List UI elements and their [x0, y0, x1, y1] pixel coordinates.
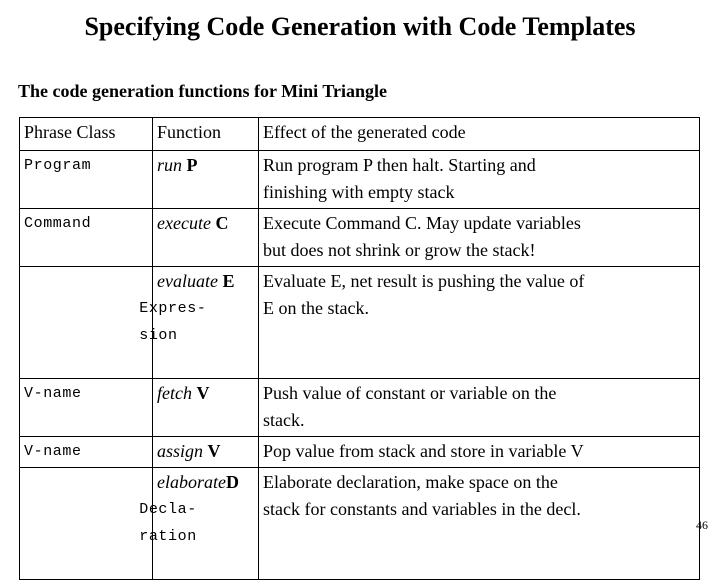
- cell-function: evaluate E: [152, 266, 259, 379]
- effect-line: stack for constants and variables in the…: [263, 499, 581, 519]
- function-name: assign: [157, 441, 204, 461]
- cell-phrase-class: Expres- sion: [19, 266, 206, 379]
- effect-line: Elaborate declaration, make space on the: [263, 472, 558, 492]
- cell-phrase-class: V-name: [19, 378, 153, 437]
- table-header-row: Phrase Class Function Effect of the gene…: [19, 117, 700, 151]
- phrase-class-line: sion: [139, 327, 178, 344]
- function-name: fetch: [157, 383, 192, 403]
- effect-line: Execute Command C. May update variables: [263, 213, 581, 233]
- effect-line: but does not shrink or grow the stack!: [263, 240, 536, 260]
- function-argument: P: [186, 155, 198, 175]
- effect-line: Run program P then halt. Starting and: [263, 155, 536, 175]
- function-name: run: [157, 155, 183, 175]
- cell-effect: Elaborate declaration, make space on the…: [258, 467, 700, 580]
- cell-effect: Run program P then halt. Starting and fi…: [258, 150, 700, 209]
- function-argument: V: [207, 441, 221, 461]
- cell-function: run P: [152, 150, 259, 209]
- table-row: Command execute C Execute Command C. May…: [19, 208, 700, 267]
- function-name: execute: [157, 213, 211, 233]
- cell-function: fetch V: [152, 378, 259, 437]
- cell-effect: Execute Command C. May update variables …: [258, 208, 700, 267]
- phrase-class-line: Decla-: [139, 501, 197, 518]
- function-argument: V: [196, 383, 210, 403]
- cell-effect: Pop value from stack and store in variab…: [258, 436, 700, 468]
- slide-subtitle: The code generation functions for Mini T…: [18, 81, 387, 101]
- page-number: 46: [696, 518, 708, 532]
- cell-phrase-class: Command: [19, 208, 153, 267]
- function-name: evaluate: [157, 271, 218, 291]
- effect-line: E on the stack.: [263, 298, 369, 318]
- column-header-function: Function: [152, 117, 259, 151]
- cell-effect: Evaluate E, net result is pushing the va…: [258, 266, 700, 379]
- function-argument: C: [215, 213, 229, 233]
- function-name: elaborate: [157, 472, 226, 492]
- page-title: Specifying Code Generation with Code Tem…: [84, 12, 636, 41]
- phrase-class-line: Expres-: [139, 300, 207, 317]
- slide: Specifying Code Generation with Code Tem…: [18, 12, 708, 580]
- table-row: Expres- sion evaluate E Evaluate E, net …: [19, 266, 700, 379]
- effect-line: Pop value from stack and store in variab…: [263, 441, 584, 461]
- effect-line: Evaluate E, net result is pushing the va…: [263, 271, 585, 291]
- phrase-class-line: ration: [139, 528, 197, 545]
- cell-phrase-class: Decla- ration: [19, 467, 196, 580]
- cell-function: execute C: [152, 208, 259, 267]
- effect-line: finishing with empty stack: [263, 182, 455, 202]
- cell-phrase-class: V-name: [19, 436, 153, 468]
- table-row: V-name assign V Pop value from stack and…: [19, 436, 700, 468]
- cell-function: assign V: [152, 436, 259, 468]
- table-row: Program run P Run program P then halt. S…: [19, 150, 700, 209]
- effect-line: stack.: [263, 410, 305, 430]
- table-row: V-name fetch V Push value of constant or…: [19, 378, 700, 437]
- table-row: Decla- ration elaborateD Elaborate decla…: [19, 467, 700, 580]
- codegen-table-container: Phrase Class Function Effect of the gene…: [19, 117, 700, 580]
- column-header-effect: Effect of the generated code: [258, 117, 700, 151]
- codegen-table: Phrase Class Function Effect of the gene…: [19, 117, 700, 580]
- cell-effect: Push value of constant or variable on th…: [258, 378, 700, 437]
- column-header-phrase-class: Phrase Class: [19, 117, 153, 151]
- function-argument: E: [222, 271, 235, 291]
- cell-phrase-class: Program: [19, 150, 153, 209]
- cell-function: elaborateD: [152, 467, 259, 580]
- function-argument: D: [226, 472, 239, 492]
- effect-line: Push value of constant or variable on th…: [263, 383, 557, 403]
